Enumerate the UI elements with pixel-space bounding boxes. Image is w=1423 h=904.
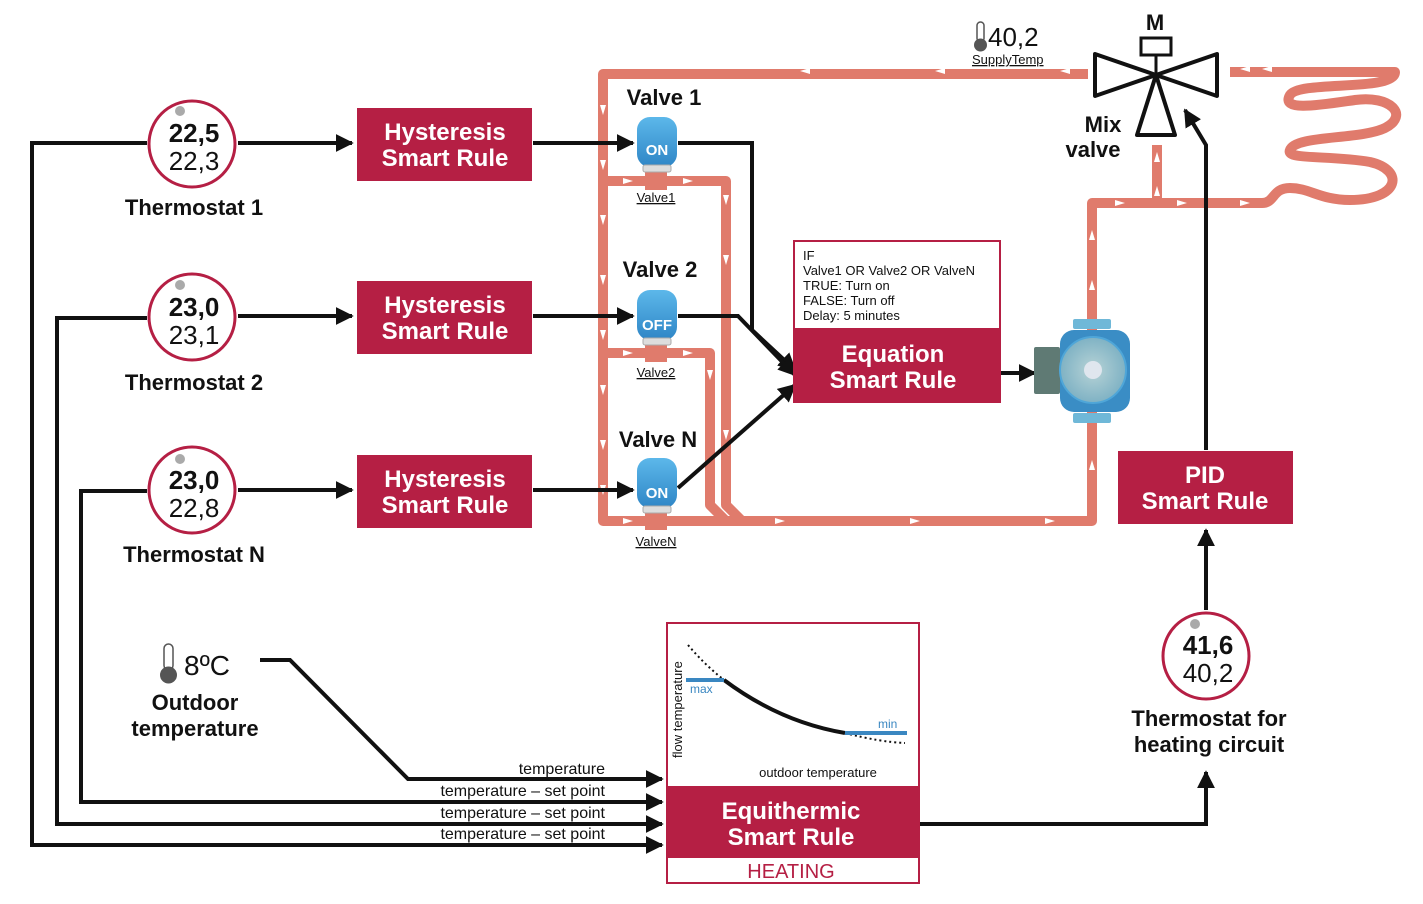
thermostat-label: Thermostat 2: [125, 370, 263, 395]
thermostat-label: Thermostat N: [123, 542, 265, 567]
rule-subtitle: Smart Rule: [830, 367, 957, 394]
thermostat-label: Thermostat 1: [125, 195, 263, 220]
thermostat-1[interactable]: 22,5 22,3 Thermostat 1: [125, 99, 263, 220]
valve-tag: Valve1: [637, 190, 676, 205]
valve-tag: Valve2: [637, 365, 676, 380]
thermostat-2[interactable]: 23,0 23,1 Thermostat 2: [125, 272, 263, 395]
outdoor-temp-sensor[interactable]: 8ºC Outdoor temperature: [131, 643, 259, 741]
curve-max-label: max: [690, 682, 713, 696]
supply-pipe-top: [598, 69, 1157, 526]
outdoor-label: Outdoor: [152, 690, 239, 715]
curve-xlabel: outdoor temperature: [759, 765, 877, 780]
valve-title: Valve 2: [623, 257, 698, 282]
rule-subtitle: Smart Rule: [728, 824, 855, 851]
outdoor-temp-value: 8ºC: [184, 650, 230, 681]
current-temp: 23,0: [169, 465, 220, 495]
condition-line: IF: [803, 248, 815, 263]
valve-title: Valve N: [619, 427, 697, 452]
supply-temp-sensor[interactable]: 40,2 SupplyTemp: [972, 21, 1044, 67]
input-label: temperature: [519, 761, 605, 778]
thermostat-label: heating circuit: [1134, 732, 1285, 757]
rule-title: Equation: [842, 341, 945, 368]
equithermic-input-labels: temperature temperature – set point temp…: [440, 761, 605, 843]
outdoor-label: temperature: [131, 716, 258, 741]
mix-valve-label: valve: [1065, 137, 1120, 162]
status-dot: [175, 106, 185, 116]
input-label: temperature – set point: [440, 826, 605, 843]
curve-line: [722, 678, 846, 735]
valve-body-icon: [1093, 52, 1219, 137]
rule-subtitle: Smart Rule: [382, 145, 509, 172]
condition-line: TRUE: Turn on: [803, 278, 890, 293]
hysteresis-rule-n[interactable]: Hysteresis Smart Rule: [357, 455, 532, 528]
valve-actuator-icon: [637, 117, 677, 167]
setpoint-temp: 40,2: [1183, 658, 1234, 688]
coil-feed-pipe: [1157, 67, 1402, 208]
rule-title: Equithermic: [722, 798, 861, 825]
valve-tag: ValveN: [636, 534, 677, 549]
setpoint-temp: 22,3: [169, 146, 220, 176]
rule-subtitle: Smart Rule: [1142, 488, 1269, 515]
equation-rule[interactable]: IF Valve1 OR Valve2 OR ValveN TRUE: Turn…: [793, 240, 1001, 403]
curve-extrapolation-high: [687, 644, 725, 681]
rule-title: Hysteresis: [384, 292, 505, 319]
condition-line: Delay: 5 minutes: [803, 308, 900, 323]
valve-n[interactable]: Valve N ON ValveN: [619, 427, 697, 549]
mix-valve-label: Mix: [1085, 112, 1122, 137]
valve-2[interactable]: Valve 2 OFF Valve2: [623, 257, 698, 380]
current-temp: 22,5: [169, 118, 220, 148]
pipe-fittings: [645, 172, 667, 530]
supply-temp-tag: SupplyTemp: [972, 52, 1044, 67]
rule-title: Hysteresis: [384, 466, 505, 493]
mix-valve[interactable]: M Mix valve: [1065, 10, 1219, 162]
rule-title: Hysteresis: [384, 119, 505, 146]
motor-icon: [1139, 36, 1173, 57]
valve-actuator-icon: [637, 458, 677, 508]
valve2-fitting: [645, 344, 667, 362]
hysteresis-rule-2[interactable]: Hysteresis Smart Rule: [357, 281, 532, 354]
valvenfitting: [645, 512, 667, 530]
current-temp: 41,6: [1183, 630, 1234, 660]
valve-actuator-icon: [637, 290, 677, 340]
rule-title: PID: [1185, 462, 1225, 489]
signal-lines: [30, 108, 1215, 854]
heating-circuit-thermostat[interactable]: 41,6 40,2 Thermostat for heating circuit: [1131, 611, 1287, 757]
motor-label: M: [1146, 10, 1164, 35]
thermostat-n[interactable]: 23,0 22,8 Thermostat N: [123, 445, 265, 567]
valve-state: ON: [646, 485, 669, 502]
status-dot: [175, 280, 185, 290]
valve-1[interactable]: Valve 1 ON Valve1: [627, 85, 702, 205]
condition-line: Valve1 OR Valve2 OR ValveN: [803, 263, 975, 278]
valve-state: ON: [646, 142, 669, 159]
hysteresis-rule-1[interactable]: Hysteresis Smart Rule: [357, 108, 532, 181]
supply-temp-value: 40,2: [988, 22, 1039, 52]
pid-rule[interactable]: PID Smart Rule: [1118, 451, 1293, 524]
valve1-fitting: [645, 172, 667, 190]
rule-subtitle: Smart Rule: [382, 318, 509, 345]
curve-ylabel: flow temperature: [670, 661, 685, 758]
input-label: temperature – set point: [440, 805, 605, 822]
flow-arrows: [600, 66, 1272, 524]
thermometer-icon: [160, 643, 177, 684]
setpoint-temp: 22,8: [169, 493, 220, 523]
thermometer-icon: [974, 21, 987, 52]
equation-conditions: IF Valve1 OR Valve2 OR ValveN TRUE: Turn…: [803, 248, 975, 323]
current-temp: 23,0: [169, 292, 220, 322]
condition-line: FALSE: Turn off: [803, 293, 895, 308]
mode-label: HEATING: [747, 861, 834, 883]
status-dot: [175, 454, 185, 464]
rule-subtitle: Smart Rule: [382, 492, 509, 519]
valve-title: Valve 1: [627, 85, 702, 110]
curve-min-label: min: [878, 717, 897, 731]
thermostat-label: Thermostat for: [1131, 706, 1287, 731]
valve-state: OFF: [642, 317, 672, 334]
input-label: temperature – set point: [440, 783, 605, 800]
status-dot: [1190, 619, 1200, 629]
setpoint-temp: 23,1: [169, 320, 220, 350]
equithermic-rule[interactable]: flow temperature max min outdoor tempera…: [666, 622, 920, 884]
circulation-pump-icon[interactable]: [1034, 319, 1130, 423]
heating-curve: flow temperature max min outdoor tempera…: [670, 644, 907, 780]
